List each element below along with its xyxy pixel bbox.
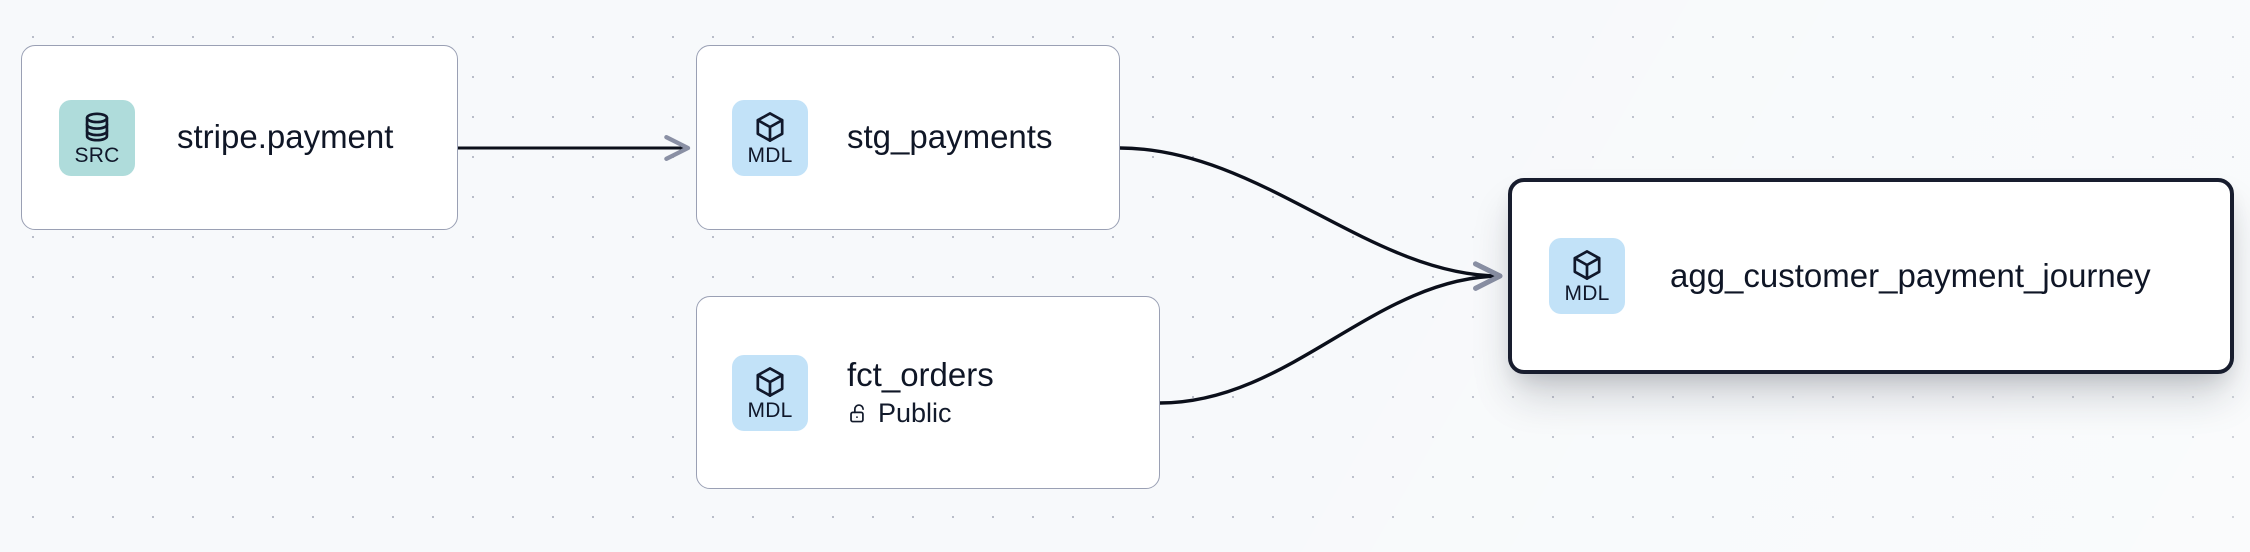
model-badge-label: MDL <box>747 398 793 422</box>
model-badge-label: MDL <box>1564 282 1610 305</box>
database-icon <box>80 110 114 144</box>
unlock-icon <box>847 402 870 425</box>
source-badge: SRC <box>59 99 135 176</box>
cube-icon <box>1570 248 1604 282</box>
node-title: fct_orders <box>847 355 994 393</box>
model-badge: MDL <box>732 99 808 176</box>
node-body: fct_orders Public <box>847 356 994 430</box>
node-visibility: Public <box>847 398 994 429</box>
node-stripe-payment[interactable]: SRC stripe.payment <box>21 45 458 230</box>
cube-icon <box>753 365 787 399</box>
model-badge: MDL <box>732 354 808 431</box>
model-badge-label: MDL <box>747 143 793 167</box>
model-badge: MDL <box>1549 238 1625 314</box>
node-fct-orders[interactable]: MDL fct_orders Public <box>696 296 1160 489</box>
cube-icon <box>753 110 787 144</box>
visibility-label: Public <box>878 398 952 429</box>
node-body: agg_customer_payment_journey <box>1670 257 2151 296</box>
node-stg-payments[interactable]: MDL stg_payments <box>696 45 1120 230</box>
node-title: agg_customer_payment_journey <box>1670 256 2151 294</box>
node-title: stg_payments <box>847 118 1053 156</box>
edge-stg-to-agg[interactable] <box>1119 146 1503 291</box>
source-badge-label: SRC <box>74 143 120 167</box>
node-title: stripe.payment <box>177 118 394 156</box>
edge-fct-to-agg[interactable] <box>1159 261 1503 405</box>
node-body: stripe.payment <box>177 118 393 157</box>
node-agg-customer-payment-journey[interactable]: MDL agg_customer_payment_journey <box>1508 178 2234 374</box>
node-body: stg_payments <box>847 118 1052 157</box>
